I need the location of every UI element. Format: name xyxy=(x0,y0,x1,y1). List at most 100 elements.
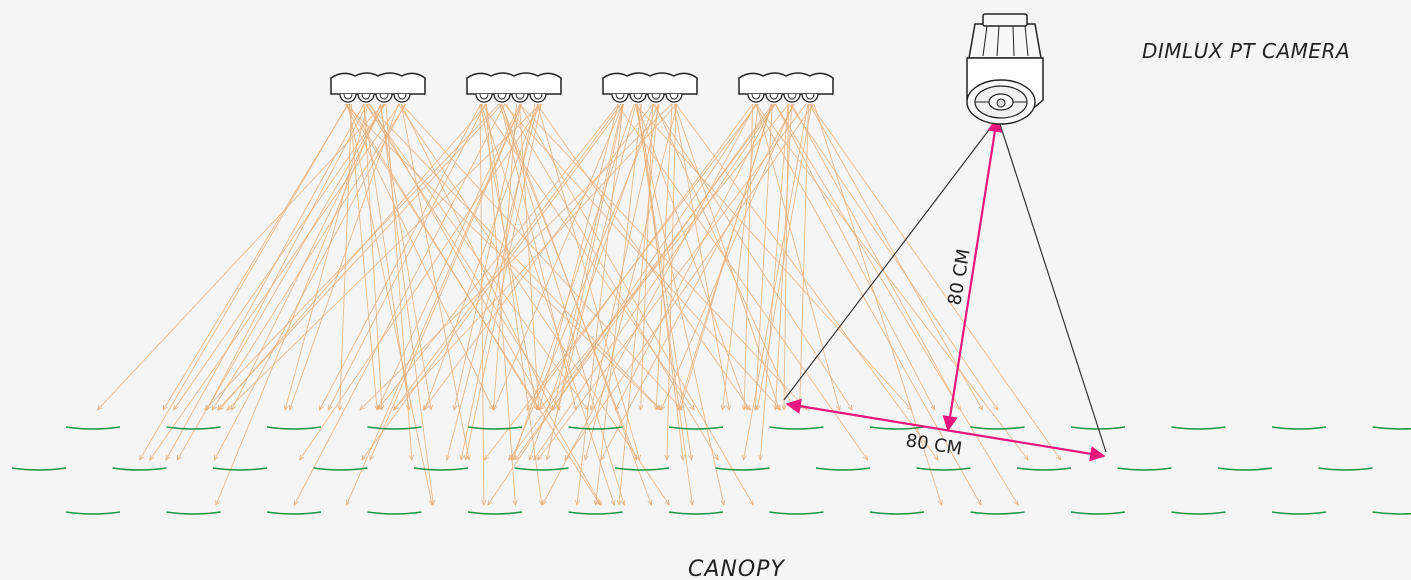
canopy-leaf xyxy=(65,426,121,430)
width-dimension-arrow xyxy=(785,398,1106,462)
light-ray xyxy=(212,103,407,410)
light-ray xyxy=(542,103,757,505)
light-ray xyxy=(398,103,669,505)
width-dimension-label: 80 CM xyxy=(904,430,963,460)
canopy-leaf xyxy=(614,467,670,471)
light-ray xyxy=(461,103,536,460)
light-ray xyxy=(328,103,486,410)
light-ray xyxy=(214,103,406,460)
light-ray xyxy=(376,103,521,410)
light-ray xyxy=(800,103,809,410)
light-ray xyxy=(784,103,789,410)
light-ray xyxy=(290,103,399,410)
light-ray xyxy=(539,103,619,410)
light-ray xyxy=(534,103,776,460)
canopy-leaf xyxy=(467,511,523,515)
light-ray xyxy=(601,103,795,460)
light-ray xyxy=(494,103,624,410)
light-ray xyxy=(345,103,600,505)
light-ray xyxy=(539,103,790,410)
light-ray xyxy=(370,103,523,460)
canopy-leaf xyxy=(467,426,523,430)
light-ray xyxy=(166,103,365,460)
light-ray xyxy=(775,103,934,410)
grow-light-fixture-icon xyxy=(330,72,426,103)
canopy-leaf xyxy=(1372,511,1411,515)
canopy-leaf xyxy=(266,426,322,430)
light-ray xyxy=(519,103,754,505)
canopy-leaf xyxy=(668,426,724,430)
canopy-leaf xyxy=(367,426,422,430)
light-ray xyxy=(527,103,754,410)
light-ray xyxy=(207,103,368,410)
light-ray xyxy=(219,103,488,410)
light-ray xyxy=(634,103,724,505)
canopy-leaf xyxy=(1271,426,1327,430)
canopy-leaf xyxy=(568,511,623,515)
light-ray xyxy=(217,103,503,410)
canopy-leaf xyxy=(970,511,1025,515)
light-ray xyxy=(744,103,809,460)
light-ray xyxy=(553,103,624,410)
light-ray xyxy=(394,103,622,410)
light-ray xyxy=(809,103,1060,460)
grow-light-fixtures xyxy=(330,72,834,103)
light-ray xyxy=(163,103,349,410)
canopy-leaf xyxy=(869,511,925,515)
light-ray xyxy=(393,103,678,410)
light-ray xyxy=(174,103,386,410)
canopy-leaf xyxy=(212,467,268,471)
light-ray xyxy=(501,103,652,505)
canopy-leaf xyxy=(715,467,770,471)
camera-field-of-view xyxy=(783,117,1107,453)
light-ray xyxy=(320,103,482,410)
light-ray xyxy=(365,103,560,410)
canopy-leaf xyxy=(266,511,322,515)
canopy-leaf xyxy=(1171,511,1226,515)
light-ray xyxy=(362,103,625,460)
light-ray xyxy=(423,103,654,410)
canopy-leaf xyxy=(11,467,67,471)
light-ray xyxy=(140,103,349,460)
canopy-leaf xyxy=(568,426,623,430)
light-ray xyxy=(636,103,748,410)
light-ray xyxy=(755,103,773,410)
canopy-leaf xyxy=(514,467,569,471)
light-ray xyxy=(547,103,625,460)
light-ray xyxy=(538,103,807,460)
light-ray xyxy=(380,103,434,505)
canopy-label: CANOPY xyxy=(688,557,785,580)
light-ray xyxy=(636,103,692,505)
light-ray xyxy=(379,103,431,410)
canopy-leaf xyxy=(1171,426,1226,430)
camera-icon xyxy=(966,13,1044,125)
light-ray xyxy=(205,103,500,410)
light-ray xyxy=(485,103,515,505)
light-ray xyxy=(360,103,673,410)
light-ray xyxy=(503,103,781,410)
light-ray xyxy=(756,103,840,410)
light-ray xyxy=(347,103,522,505)
canopy-leaf xyxy=(1217,467,1273,471)
light-ray xyxy=(227,103,541,410)
light-ray xyxy=(98,103,384,410)
light-ray xyxy=(585,103,678,460)
grow-light-fixture-icon xyxy=(738,72,834,103)
light-ray xyxy=(378,103,619,410)
canopy-leaf xyxy=(65,511,121,515)
height-dimension-arrow xyxy=(942,116,1003,432)
canopy-leaf xyxy=(869,426,925,430)
light-ray xyxy=(529,103,655,460)
grow-light-fixture-icon xyxy=(602,72,698,103)
light-ray xyxy=(511,103,659,460)
light-ray xyxy=(519,103,808,410)
light-ray xyxy=(300,103,543,460)
light-ray xyxy=(501,103,624,505)
light-ray xyxy=(615,103,775,410)
dimension-arrows xyxy=(785,116,1106,462)
light-ray xyxy=(347,103,433,505)
canopy-leaf xyxy=(1016,467,1072,471)
light-ray xyxy=(673,103,729,410)
canopy-leaf xyxy=(1318,467,1373,471)
light-ray xyxy=(519,103,539,410)
